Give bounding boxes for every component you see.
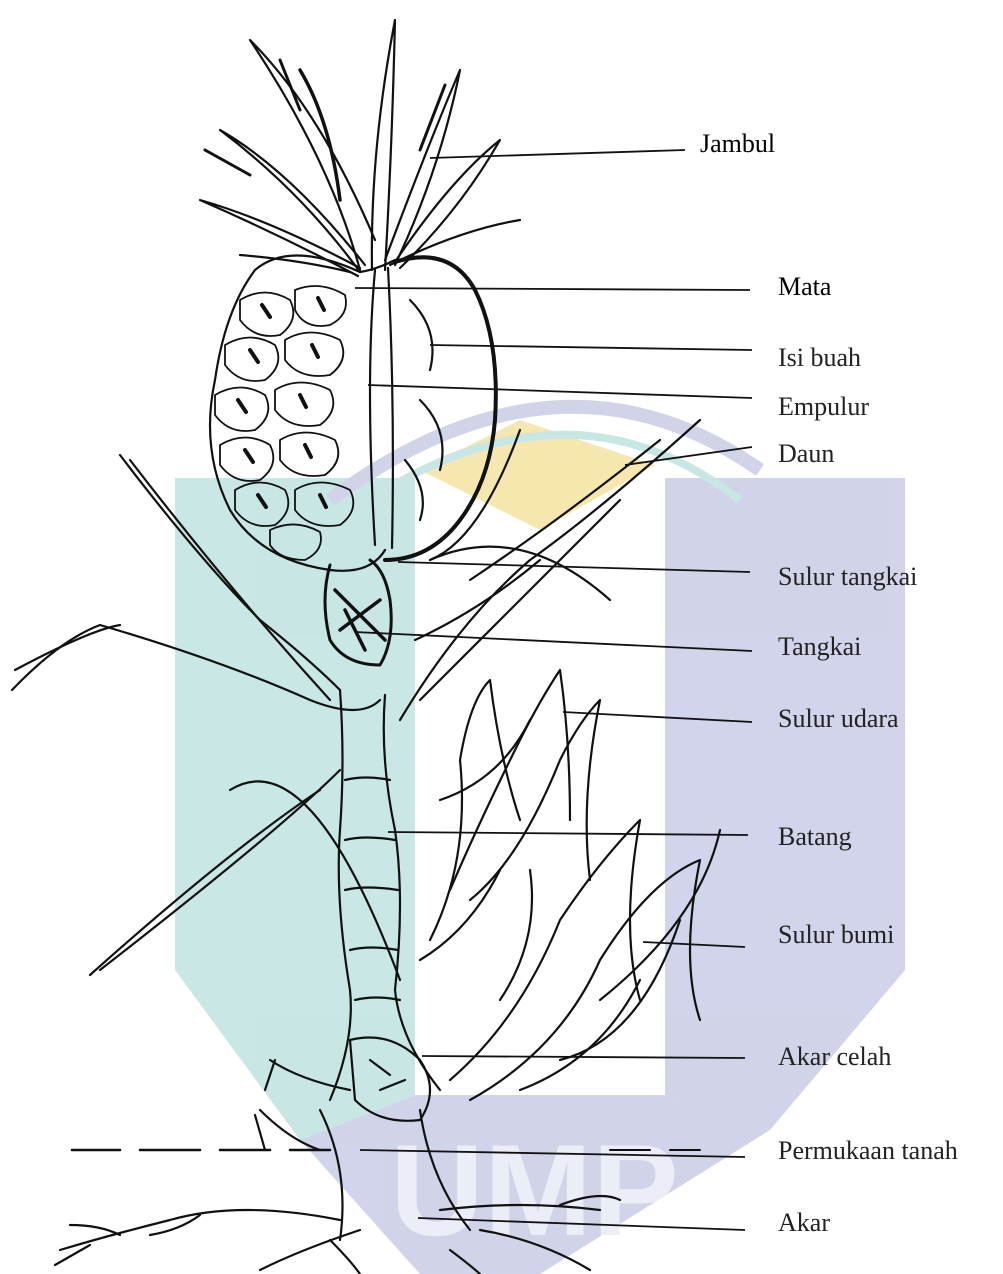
leader-jambul bbox=[430, 150, 685, 158]
label-akar: Akar bbox=[778, 1210, 830, 1236]
label-mata: Mata bbox=[778, 274, 831, 300]
label-akar-celah: Akar celah bbox=[778, 1044, 891, 1070]
label-sulur-bumi: Sulur bumi bbox=[778, 922, 894, 948]
leader-empulur bbox=[368, 385, 752, 398]
label-jambul: Jambul bbox=[700, 131, 775, 157]
label-permukaan-tanah: Permukaan tanah bbox=[778, 1138, 958, 1164]
label-tangkai: Tangkai bbox=[778, 634, 861, 660]
leader-isi-buah bbox=[430, 345, 752, 350]
label-sulur-tangkai: Sulur tangkai bbox=[778, 564, 917, 590]
label-empulur: Empulur bbox=[778, 394, 869, 420]
label-daun: Daun bbox=[778, 441, 834, 467]
leader-mata bbox=[355, 288, 750, 290]
watermark-text: UMP bbox=[390, 1117, 679, 1263]
label-batang: Batang bbox=[778, 824, 852, 850]
label-sulur-udara: Sulur udara bbox=[778, 706, 899, 732]
label-isi-buah: Isi buah bbox=[778, 345, 861, 371]
